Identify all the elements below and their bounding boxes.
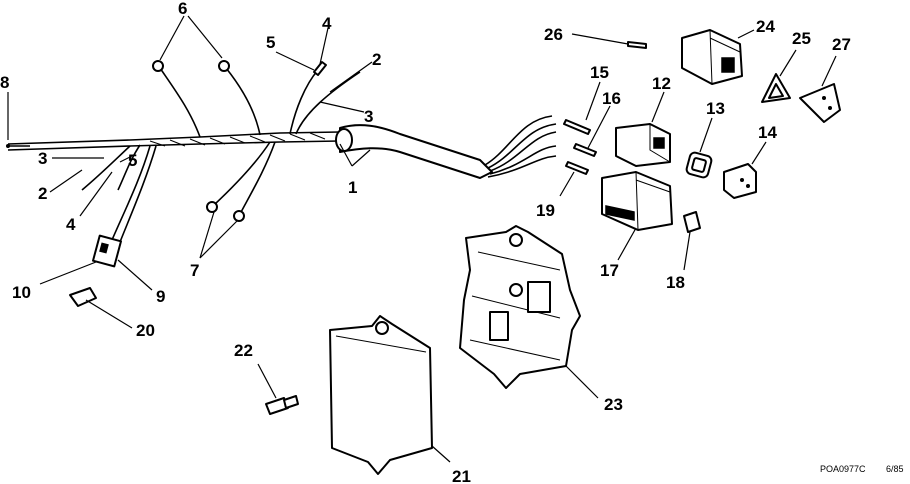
connector-12 — [615, 123, 671, 167]
callout-4-left: 4 — [66, 215, 76, 234]
seal-13 — [685, 151, 713, 179]
pins — [563, 119, 597, 175]
callout-14: 14 — [758, 123, 777, 142]
footer: POA0977C 6/85 — [820, 464, 904, 474]
screw-22 — [265, 395, 299, 415]
seal-25 — [761, 73, 791, 103]
connector-24 — [681, 29, 743, 85]
pin-26 — [627, 41, 647, 49]
callout-13: 13 — [706, 99, 725, 118]
figure-code: POA0977C — [820, 464, 866, 474]
callout-22: 22 — [234, 341, 253, 360]
callout-9: 9 — [156, 287, 165, 306]
callout-16: 16 — [602, 89, 621, 108]
clip-18 — [683, 211, 701, 233]
callout-20: 20 — [136, 321, 155, 340]
callout-10: 10 — [12, 283, 31, 302]
callout-labels: 1 2 2 3 3 4 4 5 5 6 7 8 9 10 12 13 14 15… — [0, 0, 851, 484]
callout-21: 21 — [452, 467, 471, 484]
callout-19: 19 — [536, 201, 555, 220]
callout-15: 15 — [590, 63, 609, 82]
connector-17 — [601, 171, 673, 231]
callout-1: 1 — [348, 178, 357, 197]
callout-17: 17 — [600, 261, 619, 280]
leader-lines — [7, 15, 837, 463]
callout-27: 27 — [832, 35, 851, 54]
callout-7: 7 — [190, 261, 199, 280]
callout-23: 23 — [604, 395, 623, 414]
callout-24: 24 — [756, 17, 775, 36]
callout-5-left: 5 — [128, 151, 137, 170]
fuse — [69, 287, 97, 307]
figure-date: 6/85 — [886, 464, 904, 474]
callout-5-top: 5 — [266, 33, 275, 52]
cover-21 — [329, 315, 433, 475]
callout-25: 25 — [792, 29, 811, 48]
callout-6: 6 — [178, 0, 187, 18]
callout-18: 18 — [666, 273, 685, 292]
callout-8: 8 — [0, 73, 9, 92]
callout-3-top: 3 — [364, 107, 373, 126]
callout-3-left: 3 — [38, 149, 47, 168]
callout-2-top: 2 — [372, 50, 381, 69]
callout-12: 12 — [652, 74, 671, 93]
terminal-27 — [799, 83, 841, 123]
terminal-block-14 — [723, 163, 757, 199]
callout-4-top: 4 — [322, 14, 332, 33]
callout-26: 26 — [544, 25, 563, 44]
bracket-23 — [459, 225, 581, 389]
wiring-harness — [6, 60, 557, 268]
callout-2-left: 2 — [38, 184, 47, 203]
